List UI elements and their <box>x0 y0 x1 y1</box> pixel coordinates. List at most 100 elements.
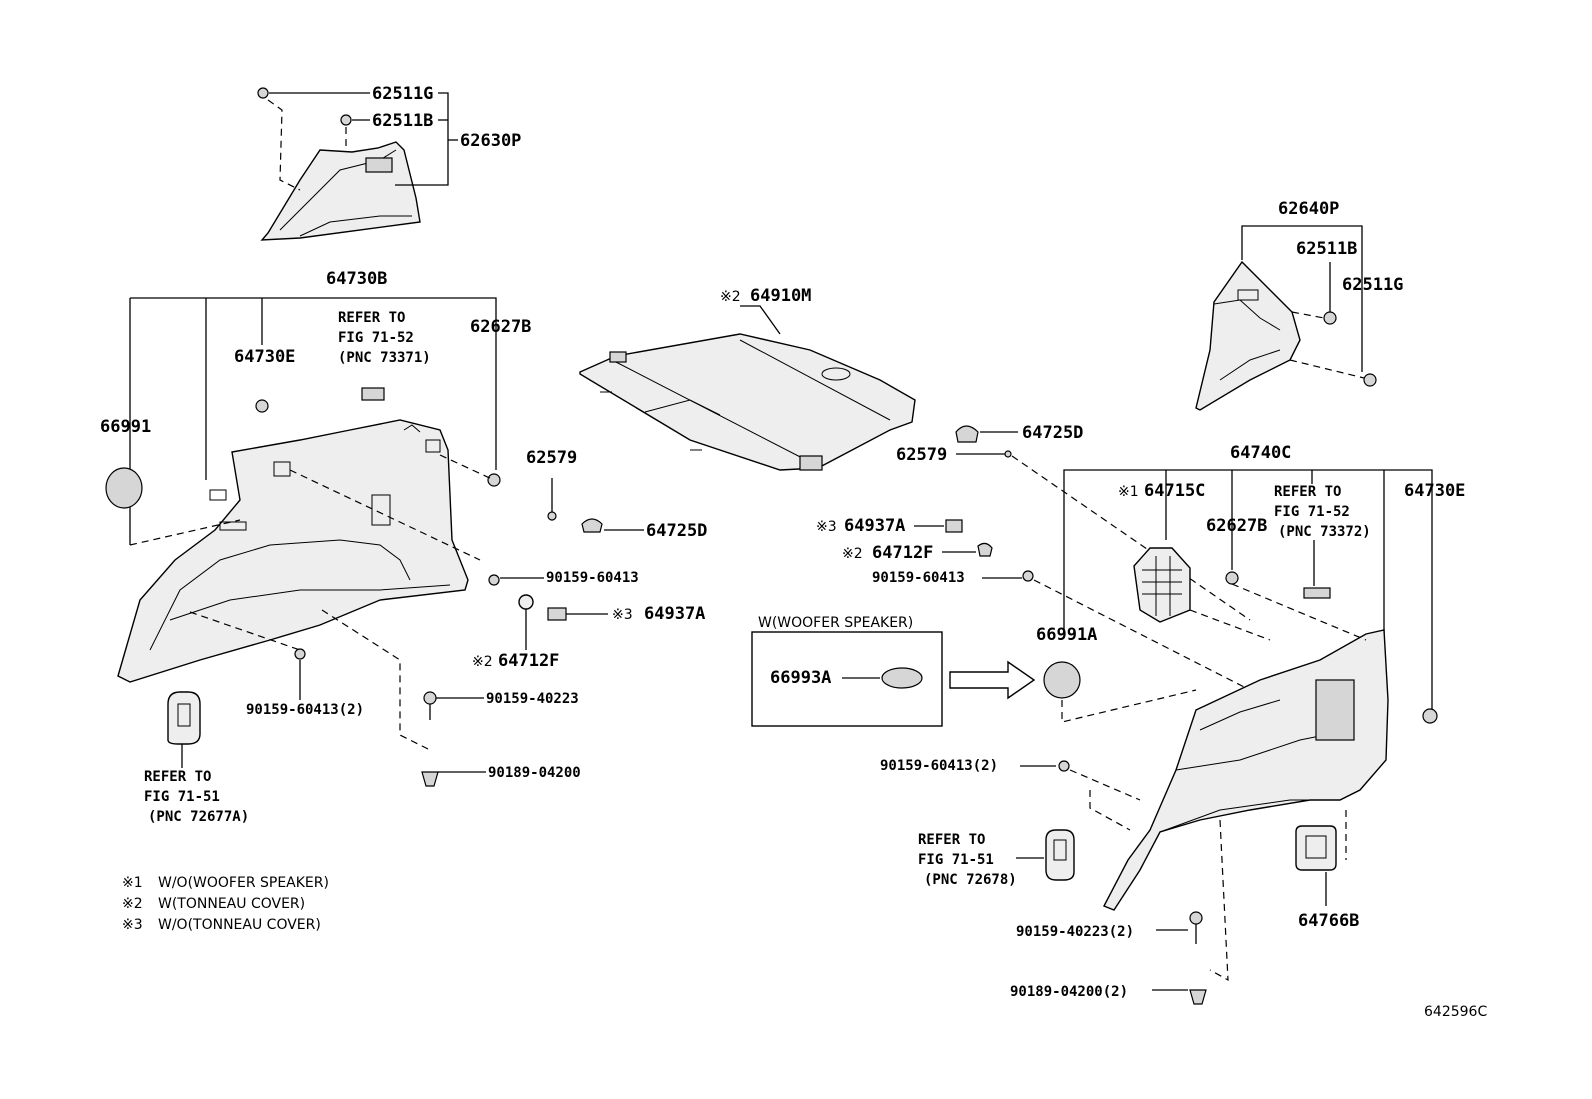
woofer-box: W(WOOFER SPEAKER) 66993A 66991A <box>751 615 1197 727</box>
clip-90189-04200 <box>421 771 439 787</box>
ref-left-top-1: REFER TO <box>338 310 405 326</box>
label-64725d-right: 64725D <box>1022 423 1083 443</box>
cap-64712f-left <box>518 594 534 610</box>
part-66991a <box>1043 661 1081 699</box>
legend-text-2: W(TONNEAU COVER) <box>158 896 305 912</box>
label-62511g-right: 62511G <box>1342 275 1403 295</box>
clip-64725d-right <box>955 425 979 443</box>
label-62640p: 62640P <box>1278 199 1339 219</box>
ref-right-top-3: (PNC 73372) <box>1278 524 1371 540</box>
legend-text-3: W/O(TONNEAU COVER) <box>158 917 321 933</box>
legend-mark-2: ※2 <box>122 896 143 912</box>
part-64740c-group: 64740C ※1 64715C 62627B REFER TO FIG 71-… <box>880 443 1465 1005</box>
mark-3-right: ※3 <box>816 519 837 535</box>
mark-2-left: ※2 <box>472 654 493 670</box>
label-90189-04200: 90189-04200 <box>488 765 581 781</box>
ref-right-bottom-2: FIG 71-51 <box>918 852 994 868</box>
woofer-box-title: W(WOOFER SPEAKER) <box>758 615 913 631</box>
clip-64937a-left <box>547 607 567 621</box>
label-62579-right: 62579 <box>896 445 947 465</box>
label-90159-40223: 90159-40223 <box>486 691 579 707</box>
part-62630p-trim <box>260 141 421 241</box>
legend-text-1: W/O(WOOFER SPEAKER) <box>158 875 329 891</box>
label-66991: 66991 <box>100 417 151 437</box>
bolt-90159-60413-b <box>1022 570 1034 582</box>
part-66993a-speaker <box>881 667 923 689</box>
clip-64725d-left <box>581 518 603 533</box>
label-62511b-top: 62511B <box>372 111 433 131</box>
woofer-box-frame <box>751 631 943 727</box>
label-62627b-right: 62627B <box>1206 516 1267 536</box>
label-62627b-left: 62627B <box>470 317 531 337</box>
clip-90189-04200-2 <box>1189 989 1207 1005</box>
label-64937a-left: 64937A <box>644 604 705 624</box>
ref-right-bottom-1: REFER TO <box>918 832 985 848</box>
ref-left-bottom-1: REFER TO <box>144 769 211 785</box>
label-90159-60413-2-right: 90159-60413(2) <box>880 758 998 774</box>
ref-left-top-2: FIG 71-52 <box>338 330 414 346</box>
center-small-parts: 64725D 62579 ※3 64937A ※2 64712F 90159-6… <box>816 423 1251 691</box>
part-64910m-cover <box>579 333 916 471</box>
pin-62579-left <box>547 511 557 521</box>
label-64730e-left: 64730E <box>234 347 295 367</box>
mark-1-64715c: ※1 <box>1118 484 1139 500</box>
part-62640p-trim <box>1195 260 1301 411</box>
part-62630p-group: 62511G 62511B 62630P <box>257 84 521 241</box>
clip-62627b-right <box>1225 571 1239 585</box>
ref-left-bottom-2: FIG 71-51 <box>144 789 220 805</box>
legend-mark-3: ※3 <box>122 917 143 933</box>
part-64910m-group: ※2 64910M <box>579 286 916 471</box>
label-64730e-right: 64730E <box>1404 481 1465 501</box>
label-64766b: 64766B <box>1298 911 1359 931</box>
label-64712f-right: 64712F <box>872 543 933 563</box>
bolt-90159-60413-2-left <box>294 648 306 660</box>
ref-left-top-3: (PNC 73371) <box>338 350 431 366</box>
label-90159-60413-a: 90159-60413 <box>546 570 639 586</box>
part-62640p-group: 62640P 62511B 62511G <box>1195 199 1403 411</box>
clip-62511b-top <box>340 114 352 126</box>
diagram-id: 642596C <box>1424 1004 1487 1020</box>
clip-62511g-top <box>257 87 269 99</box>
label-90159-40223-2: 90159-40223(2) <box>1016 924 1134 940</box>
mark-3-left: ※3 <box>612 607 633 623</box>
bolt-90159-60413-2-right <box>1058 760 1070 772</box>
part-64730b-trim <box>117 419 469 683</box>
label-66991a: 66991A <box>1036 625 1097 645</box>
clip-64730e-right <box>1422 708 1438 724</box>
label-64715c: 64715C <box>1144 481 1205 501</box>
part-66991 <box>105 467 143 509</box>
part-64740c-trim <box>1103 629 1389 911</box>
label-64937a-right: 64937A <box>844 516 905 536</box>
label-66993a: 66993A <box>770 668 831 688</box>
ref-right-top-2: FIG 71-52 <box>1274 504 1350 520</box>
label-62630p: 62630P <box>460 131 521 151</box>
label-62511b-right: 62511B <box>1296 239 1357 259</box>
legend-mark-1: ※1 <box>122 875 143 891</box>
clip-64937a-right <box>945 519 963 533</box>
label-90189-04200-2: 90189-04200(2) <box>1010 984 1128 1000</box>
label-90159-60413-2-left: 90159-60413(2) <box>246 702 364 718</box>
mark-2-right: ※2 <box>842 546 863 562</box>
part-72677a-handle <box>167 691 201 745</box>
clip-64730e-left <box>255 399 269 413</box>
clip-62627b-left <box>487 473 501 487</box>
label-62511g-top: 62511G <box>372 84 433 104</box>
part-64730b-group: 64730B 66991 64730E 62627B REFER TO FIG … <box>100 269 707 825</box>
bolt-90159-40223-2 <box>1189 911 1203 925</box>
label-64712f-left: 64712F <box>498 651 559 671</box>
label-90159-60413-b: 90159-60413 <box>872 570 965 586</box>
arrow-icon <box>949 660 1036 700</box>
ref-right-bottom-3: (PNC 72678) <box>924 872 1017 888</box>
bolt-90159-40223 <box>423 691 437 705</box>
label-64740c: 64740C <box>1230 443 1291 463</box>
part-72678-handle <box>1045 829 1075 881</box>
legend: ※1 W/O(WOOFER SPEAKER) ※2 W(TONNEAU COVE… <box>122 875 329 933</box>
bolt-90159-60413-a <box>488 574 500 586</box>
label-64730b: 64730B <box>326 269 387 289</box>
clip-62511g-right <box>1363 373 1377 387</box>
part-64766b <box>1295 825 1337 871</box>
pin-62579-right <box>1004 450 1012 458</box>
ref-right-top-1: REFER TO <box>1274 484 1341 500</box>
cap-64712f-right <box>977 542 993 557</box>
